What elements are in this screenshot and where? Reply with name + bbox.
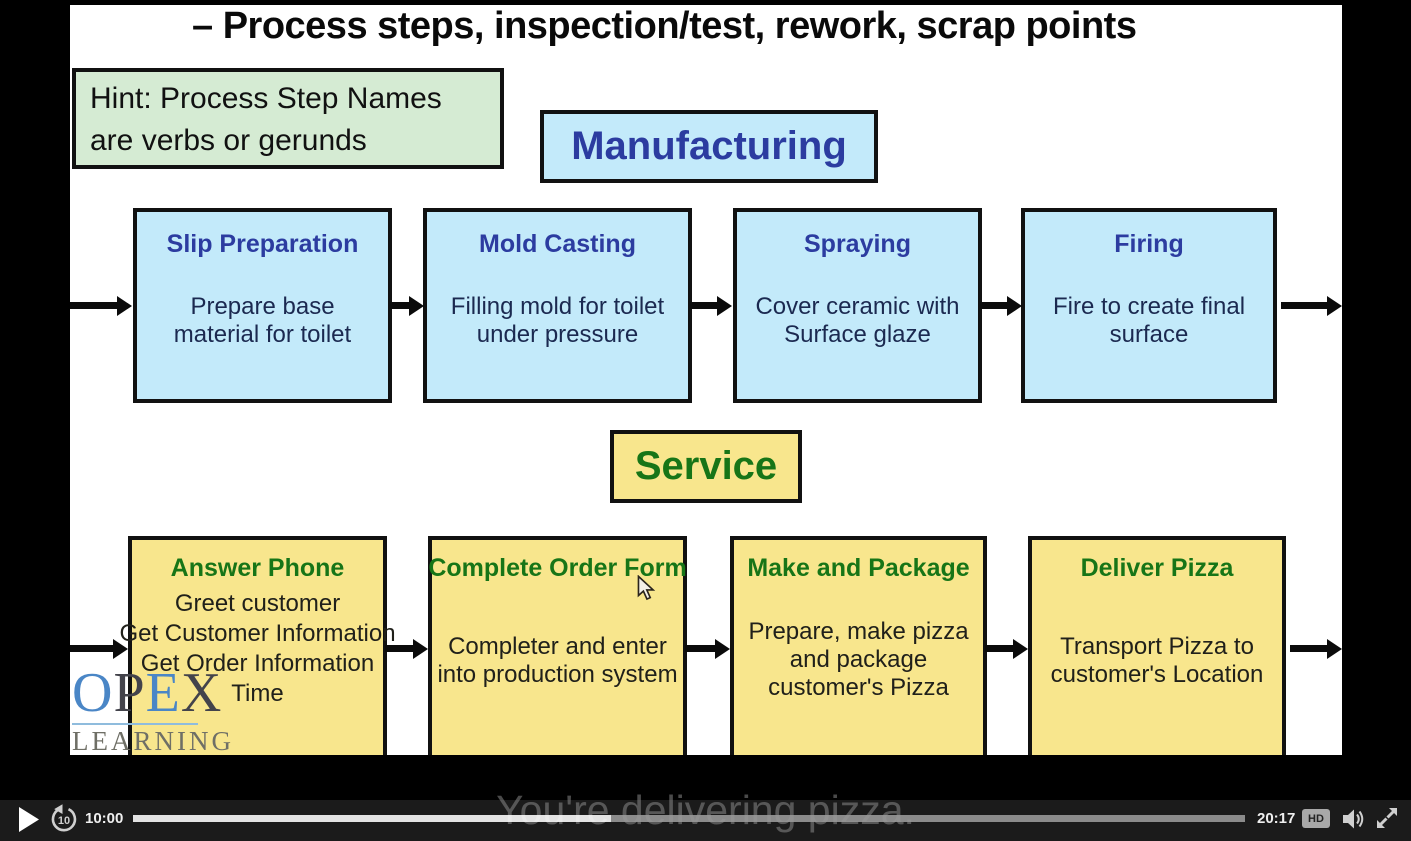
step-line: Completer and enter xyxy=(448,633,667,660)
flow-arrow xyxy=(685,638,730,659)
current-time: 10:00 xyxy=(85,810,124,827)
flow-arrow xyxy=(385,638,428,659)
fullscreen-icon[interactable] xyxy=(1375,806,1399,830)
hint-line-2: are verbs or gerunds xyxy=(90,124,367,157)
service-header: Service xyxy=(610,430,802,503)
step-body: Completer and enter into production syst… xyxy=(437,633,677,689)
step-line: material for toilet xyxy=(173,321,352,348)
total-time: 20:17 xyxy=(1257,810,1296,827)
step-line: Greet customer xyxy=(174,590,341,617)
logo-letter: O xyxy=(72,662,114,724)
step-body: Prepare, make pizza and package customer… xyxy=(748,618,968,702)
step-title: Answer Phone xyxy=(170,554,345,582)
step-line: customer's Pizza xyxy=(768,674,949,701)
step-line: surface xyxy=(1109,321,1189,348)
flow-arrow xyxy=(70,638,128,659)
logo-letter: P xyxy=(113,662,146,724)
slide-title: – Process steps, inspection/test, rework… xyxy=(192,5,1137,47)
step-line: into production system xyxy=(437,661,678,688)
step-line: Get Order Information xyxy=(140,650,375,677)
step-title: Mold Casting xyxy=(479,230,636,258)
logo-letter: E xyxy=(145,662,181,724)
step-body: Filling mold for toilet under pressure xyxy=(451,293,664,349)
step-mold-casting: Mold Casting Filling mold for toilet und… xyxy=(423,208,692,403)
flow-arrow xyxy=(690,295,732,316)
step-line: Transport Pizza to xyxy=(1060,633,1254,660)
step-line: customer's Location xyxy=(1050,661,1264,688)
step-body: Cover ceramic with Surface glaze xyxy=(755,293,959,349)
flow-arrow xyxy=(980,295,1022,316)
step-spraying: Spraying Cover ceramic with Surface glaz… xyxy=(733,208,982,403)
step-body: Transport Pizza to customer's Location xyxy=(1051,633,1264,689)
step-line: Filling mold for toilet xyxy=(450,293,665,320)
step-title: Deliver Pizza xyxy=(1080,554,1234,582)
step-line: Cover ceramic with xyxy=(755,293,960,320)
flow-arrow xyxy=(1281,295,1342,316)
step-firing: Firing Fire to create final surface xyxy=(1021,208,1277,403)
step-make-and-package: Make and Package Prepare, make pizza and… xyxy=(730,536,987,755)
step-line: Prepare, make pizza xyxy=(748,618,969,645)
step-line: and package xyxy=(789,646,928,673)
flow-arrow xyxy=(985,638,1028,659)
step-line: Get Customer Information xyxy=(119,620,396,647)
opex-learning-logo: OPEX LEARNING xyxy=(72,665,234,755)
step-title: Firing xyxy=(1114,230,1184,258)
svg-text:10: 10 xyxy=(58,815,70,827)
logo-wordmark: OPEX xyxy=(72,665,234,721)
step-body: Greet customer Get Customer Information … xyxy=(119,589,395,709)
step-line: Time xyxy=(231,680,284,707)
step-line: Prepare base xyxy=(190,293,335,320)
step-line: Surface glaze xyxy=(784,321,931,348)
step-title: Spraying xyxy=(804,230,911,258)
play-icon[interactable] xyxy=(18,807,40,832)
flow-arrow xyxy=(1290,638,1342,659)
step-deliver-pizza: Deliver Pizza Transport Pizza to custome… xyxy=(1028,536,1286,755)
step-line: Fire to create final xyxy=(1052,293,1246,320)
manufacturing-header: Manufacturing xyxy=(540,110,878,183)
step-title: Make and Package xyxy=(747,554,970,582)
hd-badge[interactable]: HD xyxy=(1302,809,1330,828)
step-title: Complete Order Form xyxy=(428,554,687,582)
hint-box: Hint: Process Step Names are verbs or ge… xyxy=(72,68,504,169)
step-body: Prepare base material for toilet xyxy=(174,293,351,349)
replay-10-icon[interactable]: 10 xyxy=(49,803,79,835)
hint-line-1: Hint: Process Step Names xyxy=(90,82,442,115)
logo-letter: X xyxy=(180,662,223,724)
flow-arrow xyxy=(70,295,132,316)
step-slip-preparation: Slip Preparation Prepare base material f… xyxy=(133,208,392,403)
logo-rule xyxy=(72,723,198,725)
progress-played xyxy=(133,815,612,822)
logo-subtitle: LEARNING xyxy=(72,726,234,755)
volume-icon[interactable] xyxy=(1341,806,1367,832)
flow-arrow xyxy=(390,295,424,316)
step-title: Slip Preparation xyxy=(166,230,359,258)
progress-bar[interactable] xyxy=(133,815,1245,822)
step-line: under pressure xyxy=(476,321,639,348)
step-body: Fire to create final surface xyxy=(1053,293,1245,349)
step-complete-order-form: Complete Order Form Completer and enter … xyxy=(428,536,687,755)
slide-area: – Process steps, inspection/test, rework… xyxy=(70,5,1342,755)
step-answer-phone: Answer Phone Greet customer Get Customer… xyxy=(119,536,396,755)
mouse-pointer-icon xyxy=(637,575,656,601)
